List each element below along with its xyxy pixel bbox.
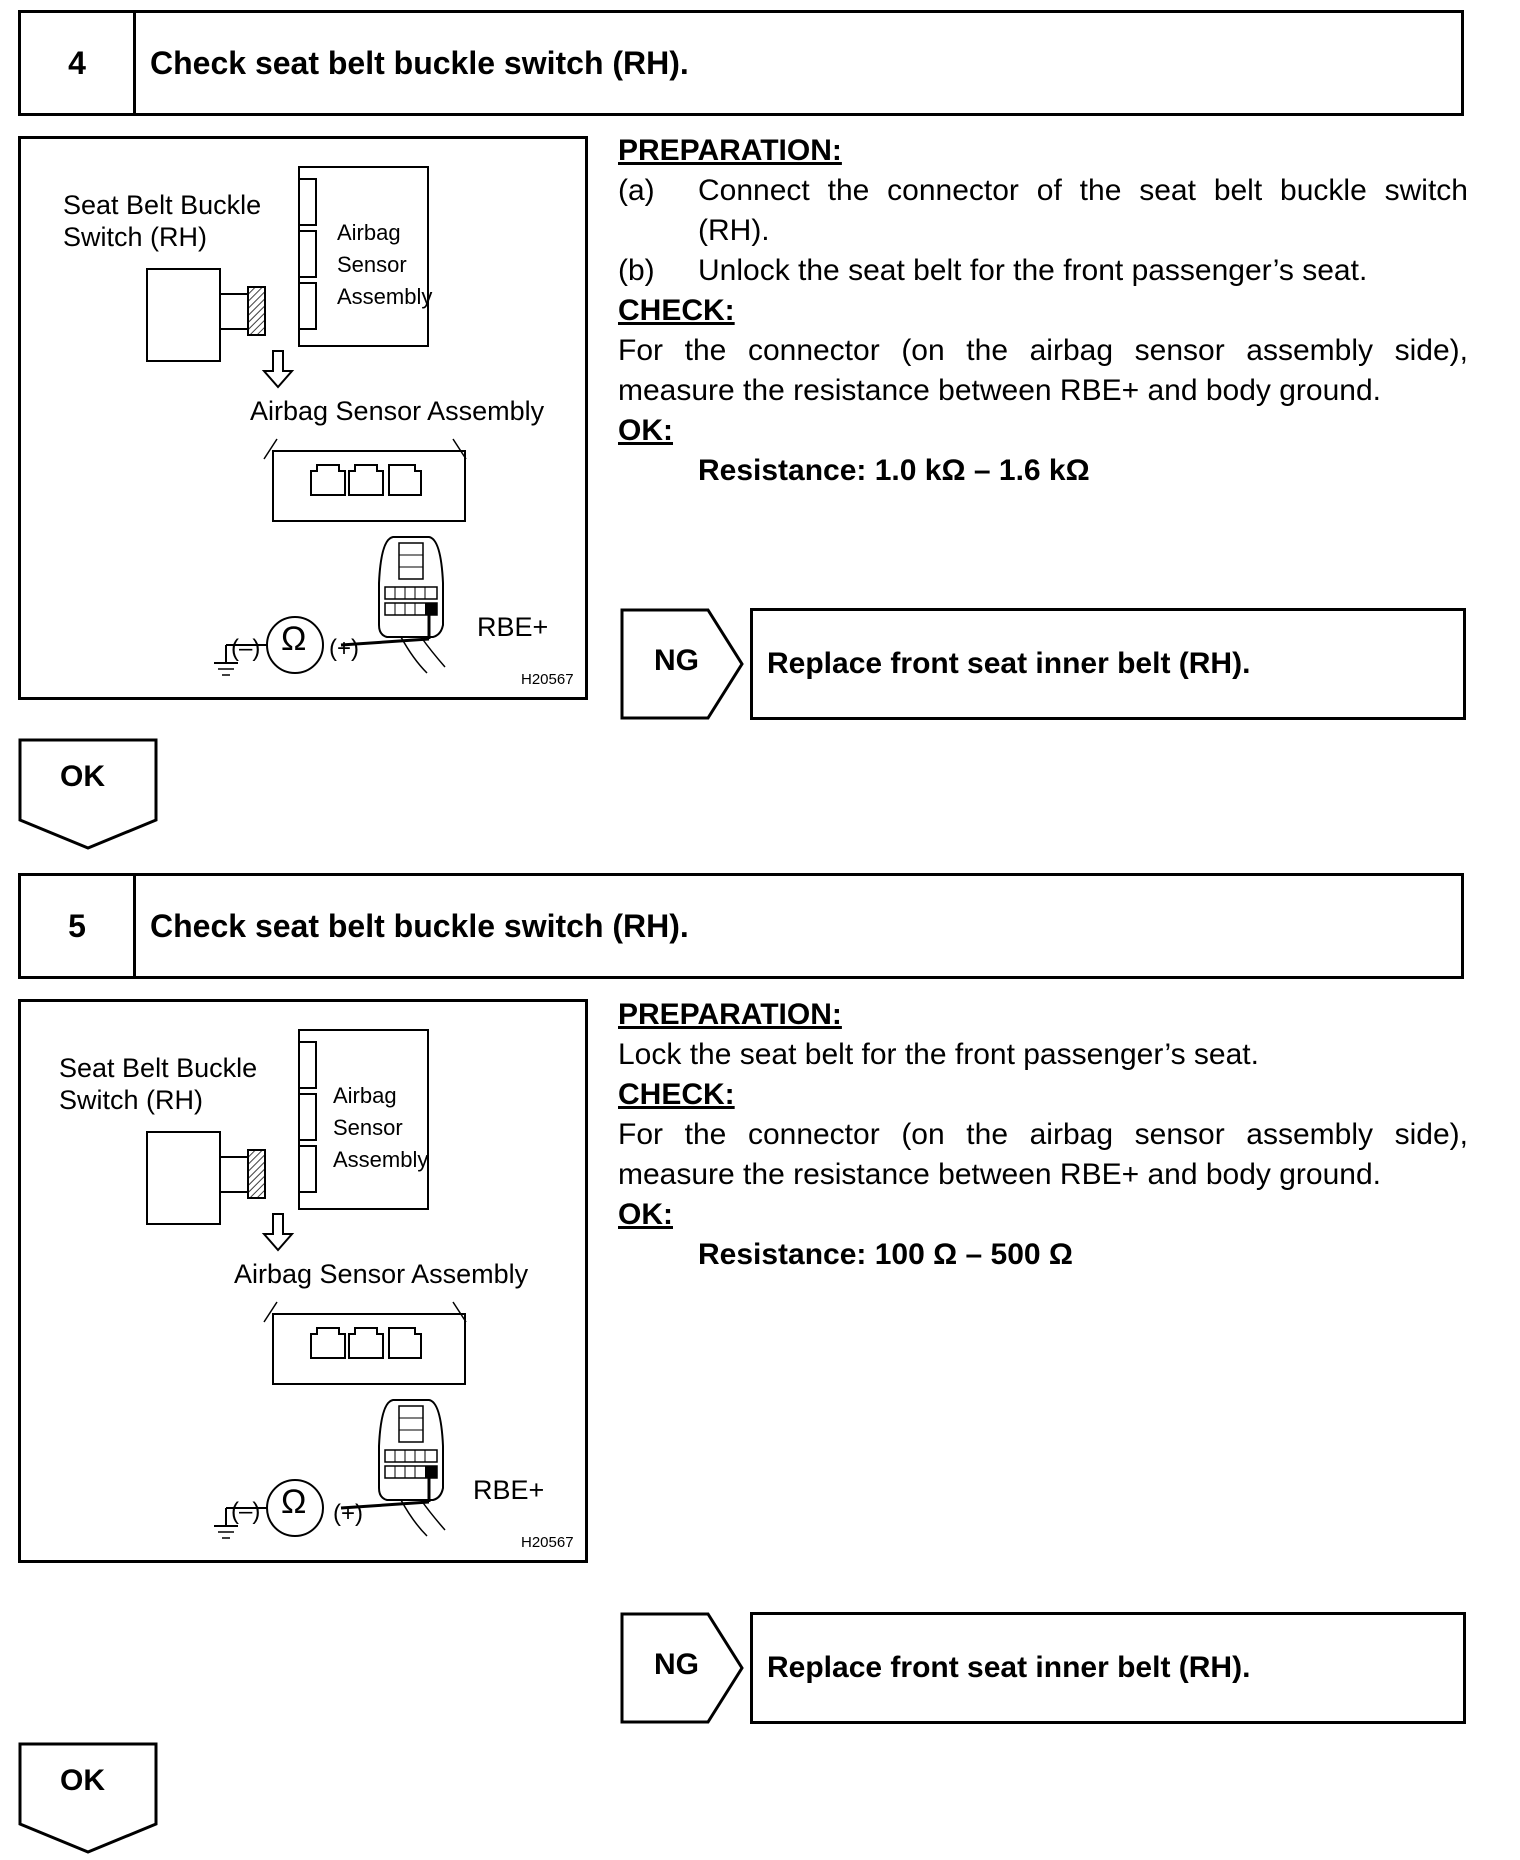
wiring-diagram [146, 1029, 467, 1539]
step-5-diagram: Seat Belt Buckle Switch (RH) Airbag Sens… [18, 999, 588, 1563]
ng-action-box: Replace front seat inner belt (RH). [750, 1612, 1466, 1724]
check-text: For the connector (on the airbag sensor … [618, 334, 1468, 407]
preparation-item: (a) Connect the connector of the seat be… [618, 171, 1468, 251]
figure-code: H20567 [521, 1534, 574, 1551]
terminal-label: RBE+ [477, 612, 549, 642]
plus-label: (+) [333, 1500, 363, 1527]
assembly-label: Airbag Sensor Assembly [250, 396, 545, 426]
switch-label-line1: Seat Belt Buckle [63, 190, 262, 220]
preparation-item: (b) Unlock the seat belt for the front p… [618, 251, 1468, 291]
ng-action-box: Replace front seat inner belt (RH). [750, 608, 1466, 720]
step-5-instructions: PREPARATION: Lock the seat belt for the … [618, 995, 1468, 1275]
plus-label: (+) [329, 635, 359, 662]
sensor-label-line2: Sensor [337, 252, 407, 277]
ok-tag: OK [18, 738, 158, 850]
ok-label: OK [60, 760, 105, 793]
sensor-label-line3: Assembly [337, 284, 433, 309]
ok-tag: OK [18, 1742, 158, 1854]
minus-label: (–) [231, 1498, 261, 1525]
switch-label-line1: Seat Belt Buckle [59, 1053, 258, 1083]
figure-code: H20567 [521, 671, 574, 688]
check-heading: CHECK: [618, 1078, 735, 1111]
ng-label: NG [654, 1648, 699, 1681]
minus-label: (–) [231, 635, 261, 662]
item-text: Connect the connector of the seat belt b… [698, 174, 1468, 247]
ohm-symbol: Ω [281, 620, 307, 658]
resistance-spec: Resistance: 1.0 kΩ – 1.6 kΩ [698, 454, 1090, 487]
item-text: Unlock the seat belt for the front passe… [698, 254, 1368, 287]
preparation-heading: PREPARATION: [618, 134, 842, 167]
ok-heading: OK: [618, 414, 673, 447]
switch-label-line2: Switch (RH) [59, 1085, 204, 1115]
sensor-label-line1: Airbag [333, 1083, 397, 1108]
terminal-label: RBE+ [473, 1475, 545, 1505]
ng-label: NG [654, 644, 699, 677]
sensor-label-line1: Airbag [337, 220, 401, 245]
preparation-heading: PREPARATION: [618, 998, 842, 1031]
ok-label: OK [60, 1764, 105, 1797]
ok-heading: OK: [618, 1198, 673, 1231]
resistance-spec: Resistance: 100 Ω – 500 Ω [698, 1238, 1073, 1271]
check-text: For the connector (on the airbag sensor … [618, 1118, 1468, 1191]
ng-tag: NG [620, 1612, 744, 1724]
sensor-label-line2: Sensor [333, 1115, 403, 1140]
step-title: Check seat belt buckle switch (RH). [150, 44, 689, 81]
ng-tag: NG [620, 608, 744, 720]
step-4-instructions: PREPARATION: (a) Connect the connector o… [618, 131, 1468, 491]
ohm-symbol: Ω [281, 1483, 307, 1521]
wiring-diagram [146, 166, 467, 676]
step-number: 5 [21, 876, 136, 976]
item-label: (b) [618, 254, 655, 287]
step-number: 4 [21, 13, 136, 113]
step-4-header: 4 Check seat belt buckle switch (RH). [18, 10, 1464, 116]
assembly-label: Airbag Sensor Assembly [234, 1259, 529, 1289]
check-heading: CHECK: [618, 294, 735, 327]
step-4-diagram: Seat Belt Buckle Switch (RH) Airbag Sens… [18, 136, 588, 700]
switch-label-line2: Switch (RH) [63, 222, 208, 252]
step-5-header: 5 Check seat belt buckle switch (RH). [18, 873, 1464, 979]
preparation-text: Lock the seat belt for the front passeng… [618, 1038, 1259, 1071]
item-label: (a) [618, 174, 655, 207]
step-title: Check seat belt buckle switch (RH). [150, 907, 689, 944]
sensor-label-line3: Assembly [333, 1147, 429, 1172]
